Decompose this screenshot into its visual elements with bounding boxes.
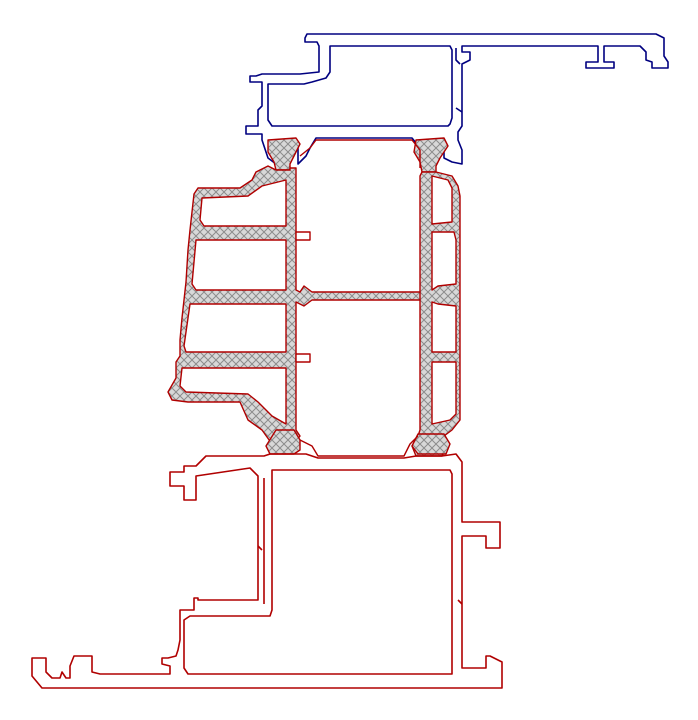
middle-connecting-profile (299, 139, 421, 457)
right-upper-strip-head (413, 137, 449, 173)
chamber-2 (191, 239, 287, 291)
web-stud-2 (295, 353, 311, 363)
right-strip-chamber-4 (431, 361, 457, 425)
insulated-chamber-profile (167, 165, 437, 451)
right-strip-chamber-2 (431, 231, 457, 291)
right-lower-strip-head (411, 433, 451, 455)
upper-thermal-break-strips (267, 137, 449, 173)
middle-profile-outline (299, 139, 421, 457)
glazing-bead-groove (455, 48, 463, 113)
chamber-3 (183, 303, 287, 353)
glazing-bead-profile (245, 33, 669, 165)
right-strip-chamber-3 (431, 301, 457, 353)
lower-thermal-break-heads (265, 429, 451, 455)
web-stud-1 (295, 231, 311, 241)
left-lower-strip-head (265, 429, 301, 455)
right-thermal-strip (411, 171, 461, 457)
left-upper-strip-head (267, 137, 301, 171)
lower-frame-inner-web (257, 478, 463, 605)
glazing-bead-outer (245, 33, 669, 165)
glazing-bead-inner-chamber (267, 45, 453, 127)
chamber-4 (179, 367, 287, 425)
right-strip-chamber-1 (431, 175, 453, 225)
lower-frame-profile (31, 453, 503, 689)
chamber-1 (199, 179, 287, 227)
lower-frame-outer (31, 453, 503, 689)
lower-frame-main-chamber (183, 469, 453, 675)
